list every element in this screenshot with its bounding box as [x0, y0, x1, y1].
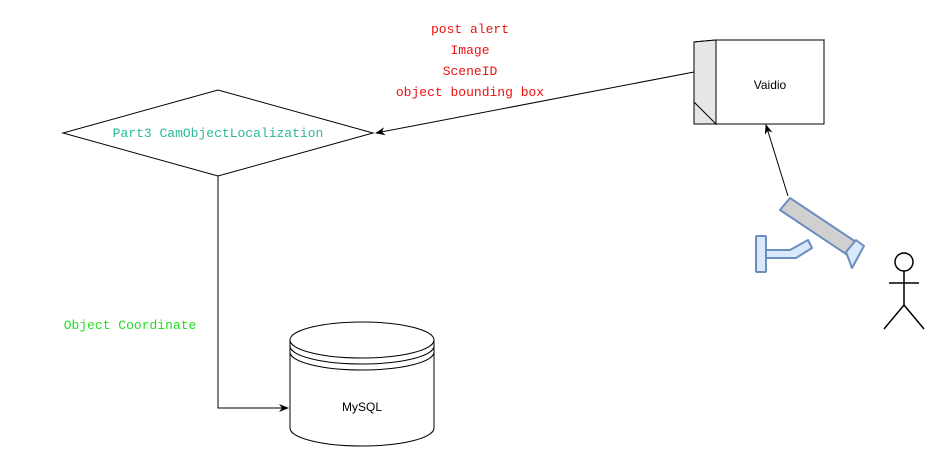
- database-ring-1: [289, 345, 435, 365]
- alert-edge-label: post alert Image SceneID object bounding…: [396, 22, 544, 100]
- alert-label-line: post alert: [431, 22, 509, 37]
- camera-lens: [845, 239, 865, 269]
- vaidio-box-front: [715, 39, 825, 125]
- alert-edge: [375, 71, 695, 136]
- localization-label: Part3 CamObjectLocalization: [113, 126, 324, 141]
- coordinate-edge-label: Object Coordinate: [64, 318, 197, 333]
- alert-label-line: Image: [450, 43, 489, 58]
- camera-mount-plate: [755, 235, 767, 273]
- alert-label-line: SceneID: [443, 64, 498, 79]
- actor-right-leg: [903, 304, 925, 330]
- alert-label-line: object bounding box: [396, 85, 544, 100]
- database-node: MySQL: [289, 321, 435, 447]
- cctv-camera-icon: [755, 197, 865, 273]
- database-cylinder-body: [289, 340, 435, 447]
- vaidio-node: Vaidio: [693, 39, 826, 126]
- database-label: MySQL: [342, 400, 382, 414]
- coordinate-edge: [217, 176, 289, 412]
- actor-head: [894, 252, 914, 272]
- camera-to-vaidio-edge: [764, 124, 789, 197]
- database-ring-2: [289, 351, 435, 371]
- camera-bracket: [765, 239, 813, 259]
- localization-diamond: [61, 89, 375, 177]
- stick-figure-actor-icon: [883, 252, 925, 330]
- vaidio-label: Vaidio: [754, 78, 787, 92]
- localization-node: Part3 CamObjectLocalization: [61, 89, 375, 177]
- vaidio-box-left: [693, 39, 717, 126]
- actor-left-leg: [883, 304, 905, 330]
- database-cylinder-top: [289, 321, 435, 359]
